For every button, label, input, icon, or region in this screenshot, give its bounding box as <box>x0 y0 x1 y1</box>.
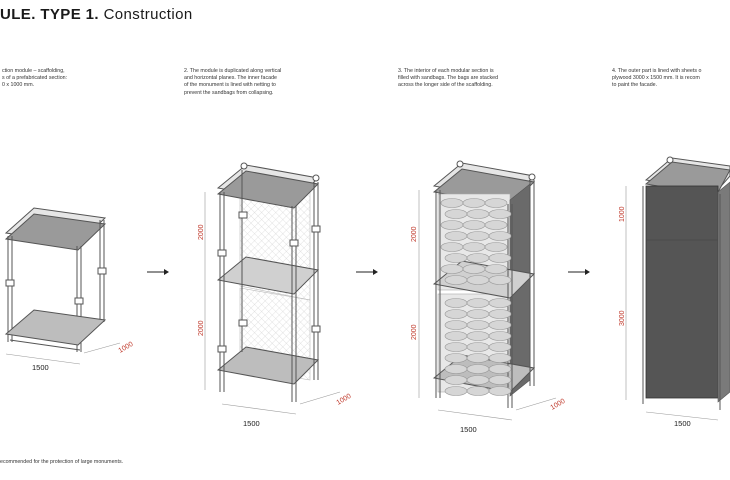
sandbag <box>444 364 468 374</box>
sandbag <box>484 198 508 208</box>
step-2-width-label: 1500 <box>243 419 260 428</box>
sandbag <box>440 264 464 274</box>
sandbag <box>466 386 490 396</box>
sandbag <box>488 231 512 241</box>
sandbag <box>466 320 490 330</box>
sandbag <box>488 342 512 352</box>
sandbag <box>466 375 490 385</box>
sandbag <box>488 386 512 396</box>
step-3-height-top-label: 2000 <box>411 226 418 242</box>
caption-line: 2. The module is duplicated along vertic… <box>184 68 282 74</box>
step-2-height-bottom-label: 2000 <box>198 320 205 336</box>
sandbag <box>466 353 490 363</box>
sandbag <box>488 309 512 319</box>
sandbag <box>488 209 512 219</box>
sandbag <box>466 275 490 285</box>
step-4-height-bottom-label: 3000 <box>619 310 626 326</box>
caption-line: s of a prefabricated section: <box>2 75 68 82</box>
sandbags <box>440 198 512 396</box>
sandbag <box>488 331 512 341</box>
sandbag <box>462 264 486 274</box>
sandbag <box>488 353 512 363</box>
caption-line: and horizontal planes. The inner facade <box>184 75 277 82</box>
top-shelf-edge <box>4 213 107 251</box>
sandbag <box>444 320 468 330</box>
step-2-caption: 2. The module is duplicated along vertic… <box>184 68 281 97</box>
sandbag <box>484 220 508 230</box>
sandbag <box>466 364 490 374</box>
caption-line: ction module – scaffolding, <box>2 68 65 74</box>
caption-line: 0 x 1000 mm. <box>2 82 35 89</box>
step-3-height-bottom-label: 2000 <box>411 324 418 340</box>
sandbag <box>444 375 468 385</box>
bottom-shelf <box>4 309 107 346</box>
sandbag <box>444 209 468 219</box>
caption-line: plywood 3000 x 1500 mm. It is recom <box>612 75 700 82</box>
caption-line: across the longer side of the scaffoldin… <box>398 82 493 89</box>
sandbag <box>444 386 468 396</box>
arrow-right-icon <box>147 269 169 275</box>
sandbag <box>444 342 468 352</box>
step-1-width-label: 1500 <box>32 363 49 372</box>
caption-line: prevent the sandbags from collapsing. <box>184 89 274 96</box>
sandbag <box>444 331 468 341</box>
sandbag <box>444 253 468 263</box>
sandbag <box>462 242 486 252</box>
sandbag <box>488 275 512 285</box>
sandbag <box>444 309 468 319</box>
plywood-panel <box>645 185 719 399</box>
sandbag <box>466 253 490 263</box>
caption-line: of the monument is lined with netting to <box>184 82 276 89</box>
step-3-depth-label: 1000 <box>550 398 567 412</box>
sandbag <box>444 353 468 363</box>
sandbag <box>484 242 508 252</box>
module-2-drawing <box>204 162 341 415</box>
sandbag <box>488 375 512 385</box>
step-2-height-top-label: 2000 <box>198 224 205 240</box>
arrow-right-icon <box>568 269 590 275</box>
sandbag <box>444 275 468 285</box>
step-1-caption: ction module – scaffolding, s of a prefa… <box>2 68 67 90</box>
sandbag <box>466 331 490 341</box>
sandbag <box>440 220 464 230</box>
title-suffix: Construction <box>103 6 193 23</box>
caption-line: to paint the facade. <box>612 82 658 89</box>
sandbag <box>466 298 490 308</box>
sandbag <box>440 198 464 208</box>
sandbag <box>488 298 512 308</box>
sandbag <box>466 309 490 319</box>
sandbag <box>462 198 486 208</box>
title-prefix: ULE. TYPE 1. <box>0 6 99 23</box>
step-4-caption: 4. The outer part is lined with sheets o… <box>612 68 701 90</box>
sandbag <box>444 298 468 308</box>
step-4-width-label: 1500 <box>674 419 691 428</box>
step-2-depth-label: 1000 <box>336 393 353 407</box>
step-3-caption: 3. The interior of each modular section … <box>398 68 498 90</box>
caption-line: 3. The interior of each modular section … <box>398 68 494 74</box>
page-title: ULE. TYPE 1. Construction <box>0 6 193 23</box>
sandbag <box>488 320 512 330</box>
sandbag <box>462 220 486 230</box>
step-1-depth-label: 1000 <box>118 341 135 355</box>
sandbag <box>484 264 508 274</box>
sandbag <box>444 231 468 241</box>
module-4-drawing <box>625 156 730 421</box>
sandbag <box>488 364 512 374</box>
footnote: ecommended for the protection of large m… <box>0 459 124 465</box>
sandbag <box>466 342 490 352</box>
sandbag <box>466 231 490 241</box>
sandbag <box>488 253 512 263</box>
module-1-drawing <box>4 207 121 365</box>
step-3-width-label: 1500 <box>460 425 477 434</box>
sandbag <box>440 242 464 252</box>
sandbag <box>466 209 490 219</box>
arrow-right-icon <box>356 269 378 275</box>
caption-line: 4. The outer part is lined with sheets o <box>612 68 702 74</box>
step-4-height-top-label: 1000 <box>619 206 626 222</box>
caption-line: filled with sandbags. The bags are stack… <box>398 75 499 82</box>
